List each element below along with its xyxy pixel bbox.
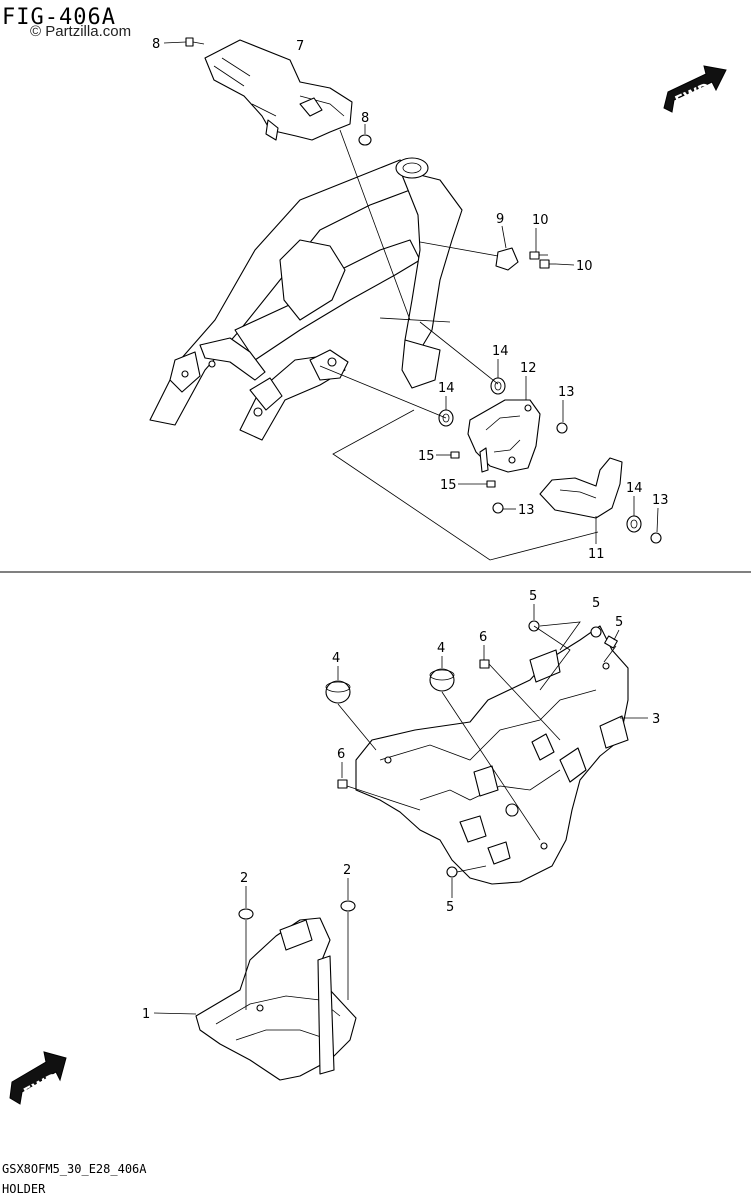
part-7-bracket (204, 39, 353, 141)
bolt-13c (650, 532, 662, 544)
figure-name: HOLDER (2, 1182, 46, 1196)
callout-10a: 10 (532, 213, 549, 228)
bolt-10b (539, 259, 556, 269)
lower-assembly: FWD (9, 620, 648, 1105)
screw-5c (604, 635, 618, 649)
callout-10b: 10 (576, 259, 593, 274)
callout-5b: 5 (592, 596, 600, 611)
fwd-arrow-icon: FWD (663, 65, 727, 113)
nut-8b (358, 134, 372, 146)
grommet-4a (325, 680, 351, 704)
callout-4a: 4 (332, 651, 340, 666)
callout-14b: 14 (438, 381, 455, 396)
upper-assembly (149, 37, 662, 561)
pin-15a (450, 451, 460, 459)
grommet-14a (490, 377, 506, 395)
screw-5d (446, 866, 458, 878)
part-12-bracket (467, 399, 541, 473)
callout-13a: 13 (558, 385, 575, 400)
callout-8a: 8 (152, 37, 160, 52)
callout-8b: 8 (361, 111, 369, 126)
bolt-6a (479, 659, 490, 669)
callout-12: 12 (520, 361, 537, 376)
part-11-guard (539, 457, 623, 519)
callout-11: 11 (588, 547, 605, 562)
figure-code: GSX8OFM5_30_E28_406A (2, 1162, 147, 1176)
bolt-2b (340, 900, 356, 1000)
grommet-14c (626, 515, 642, 533)
bolt-6b (337, 779, 348, 789)
callout-15a: 15 (418, 449, 435, 464)
figure-title: FIG-406A (2, 5, 116, 30)
callout-5d: 5 (446, 900, 454, 915)
callout-13c: 13 (652, 493, 669, 508)
callouts: 8 7 8 9 10 10 14 12 14 13 15 15 13 (142, 37, 669, 1022)
callout-6a: 6 (479, 630, 487, 645)
callout-7: 7 (296, 39, 304, 54)
callout-14c: 14 (626, 481, 643, 496)
main-frame (149, 157, 463, 441)
part-3-holder (355, 625, 629, 885)
callout-1: 1 (142, 1007, 150, 1022)
grommet-4b (429, 668, 455, 692)
callout-6b: 6 (337, 747, 345, 762)
callout-3: 3 (652, 712, 660, 727)
watermark: © Partzilla.com (30, 23, 131, 40)
part-9-clip (419, 241, 519, 271)
callout-14a: 14 (492, 344, 509, 359)
screw-5b (590, 626, 602, 638)
pin-15b (486, 480, 496, 488)
callout-9: 9 (496, 212, 504, 227)
callout-13b: 13 (518, 503, 535, 518)
bolt-8a (185, 37, 205, 47)
callout-5a: 5 (529, 589, 537, 604)
bolt-13b (492, 502, 504, 514)
callout-2a: 2 (240, 871, 248, 886)
fwd-arrow-icon: FWD (9, 1051, 67, 1105)
bolt-10a (529, 251, 548, 260)
bolt-2a (238, 908, 254, 1010)
callout-2b: 2 (343, 863, 351, 878)
part-1-tray (195, 917, 357, 1081)
callout-15b: 15 (440, 478, 457, 493)
callout-5c: 5 (615, 615, 623, 630)
callout-4b: 4 (437, 641, 445, 656)
bolt-13a (556, 422, 568, 434)
